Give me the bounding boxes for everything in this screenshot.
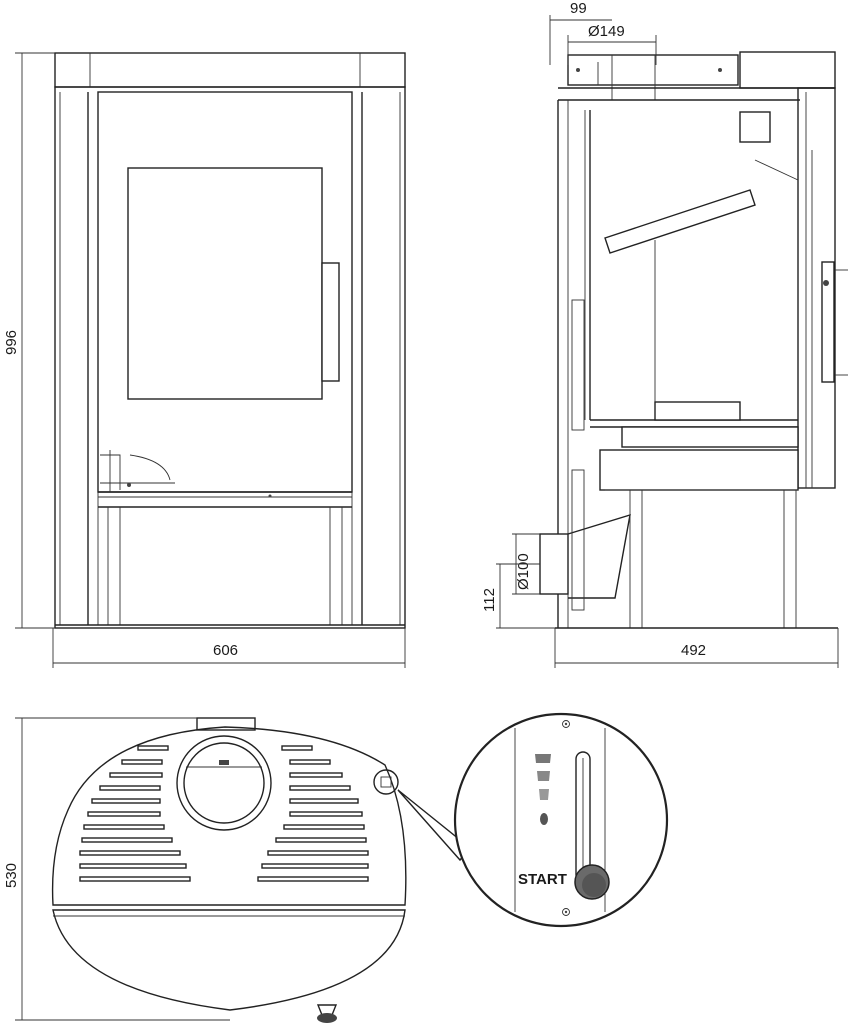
level-medium-icon — [537, 771, 550, 781]
door-handle — [321, 262, 340, 382]
detail-circle — [453, 712, 669, 928]
left-vents — [79, 745, 191, 882]
regulator-marker — [373, 769, 399, 795]
dim-flue-diameter: Ø149 — [588, 23, 625, 40]
dim-air-inlet-diameter: Ø100 — [515, 553, 532, 590]
dim-top-depth: 530 — [3, 863, 20, 888]
side-door-handle — [821, 261, 835, 383]
side-dimensions: 99 Ø149 Ø100 112 492 — [481, 0, 839, 668]
ash-pan — [599, 449, 799, 491]
detail-view: START — [453, 712, 669, 928]
level-high-icon — [535, 754, 551, 763]
dim-front-width: 606 — [213, 642, 238, 659]
front-glass — [127, 167, 323, 400]
top-flue-outer — [176, 735, 272, 831]
level-low-icon — [539, 789, 549, 800]
side-view — [539, 51, 848, 629]
side-front-panel — [797, 87, 836, 489]
start-label: START — [518, 871, 567, 888]
dim-side-depth: 492 — [681, 642, 706, 659]
flue-collar — [567, 54, 739, 86]
dim-front-height: 996 — [3, 330, 20, 355]
air-inlet — [539, 533, 569, 595]
front-body — [54, 86, 406, 629]
dim-air-inlet-height: 112 — [481, 588, 498, 612]
side-top-cap — [739, 51, 836, 89]
front-door — [97, 91, 353, 493]
level-zero-icon — [540, 813, 548, 825]
front-top-cap — [54, 52, 406, 88]
right-vents — [257, 745, 369, 882]
top-outline — [51, 726, 407, 906]
front-view — [54, 52, 406, 629]
dim-flue-offset: 99 — [570, 0, 587, 17]
top-front-lip — [52, 909, 406, 1011]
top-view: 530 — [3, 717, 407, 1023]
front-dimensions: 996 606 — [3, 52, 406, 668]
baffle-plate — [604, 189, 756, 254]
